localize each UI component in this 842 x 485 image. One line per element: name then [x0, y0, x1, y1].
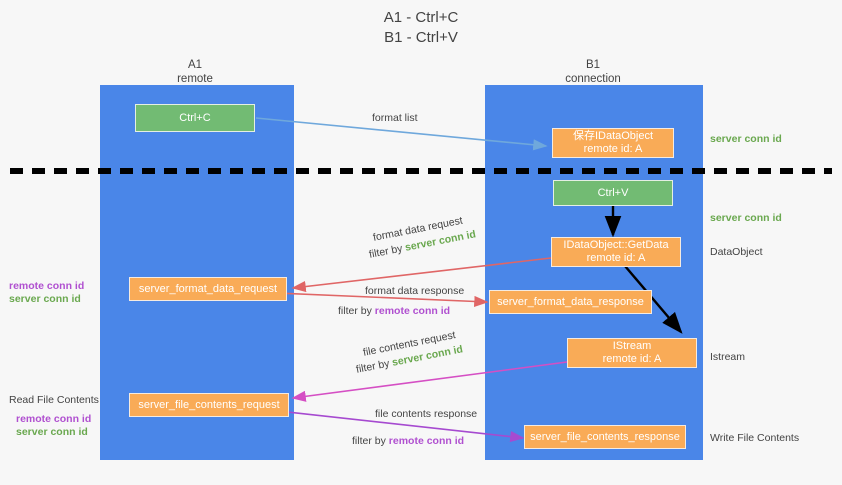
node-server-file-contents-request[interactable]: server_file_contents_request: [129, 393, 289, 417]
edge-label-fcres-filter-prefix: filter by: [352, 435, 389, 447]
annotation-right-write-file-contents: Write File Contents: [710, 431, 799, 445]
node-server-format-data-response[interactable]: server_format_data_response: [489, 290, 652, 314]
annotation-left-read-file-contents-text: Read File Contents: [9, 394, 99, 406]
node-ctrl-v-label: Ctrl+V: [597, 186, 629, 199]
column-header-right: B1 connection: [533, 58, 653, 86]
node-getdata[interactable]: IDataObject::GetData remote id: A: [551, 237, 681, 267]
annotation-right-server-conn-2-text: server conn id: [710, 212, 782, 224]
node-server-format-data-response-label: server_format_data_response: [497, 295, 644, 308]
column-header-right-name: B1: [585, 59, 601, 71]
column-header-left: A1 remote: [135, 58, 255, 86]
node-ctrl-c[interactable]: Ctrl+C: [135, 104, 255, 132]
column-header-left-sub: remote: [177, 73, 213, 85]
edge-label-format-data-response-filter: filter by remote conn id: [338, 305, 450, 318]
annotation-right-istream: Istream: [710, 350, 745, 364]
column-header-right-sub: connection: [565, 73, 621, 85]
edge-label-fcreq-filter-prefix: filter by: [355, 356, 394, 376]
node-server-file-contents-response-label: server_file_contents_response: [530, 430, 680, 443]
node-istream-label: IStream remote id: A: [602, 340, 662, 365]
edge-label-fdres-filter-value: remote conn id: [374, 305, 451, 317]
annotation-left-read-file-contents: Read File Contents: [9, 393, 99, 407]
diagram-title: A1 - Ctrl+C B1 - Ctrl+V: [383, 9, 459, 46]
annotation-left-remote-conn-2-text: remote conn id: [16, 413, 92, 425]
annotation-right-write-file-contents-text: Write File Contents: [710, 432, 800, 444]
annotation-left-server-conn-2-text: server conn id: [16, 426, 88, 438]
edge-label-format-data-response: format data response: [365, 285, 464, 298]
node-save-idataobject-label: 保存IDataObject remote id: A: [572, 130, 654, 155]
node-server-file-contents-request-label: server_file_contents_request: [138, 398, 280, 411]
annotation-right-dataobject-text: DataObject: [710, 246, 763, 258]
annotation-left-server-conn-1: server conn id: [9, 292, 81, 306]
edge-label-format-data-response-text: format data response: [365, 285, 465, 297]
edge-label-file-contents-response-text: file contents response: [375, 408, 478, 420]
node-getdata-label: IDataObject::GetData remote id: A: [563, 239, 669, 264]
edge-label-format-list-text: format list: [372, 112, 418, 124]
node-istream[interactable]: IStream remote id: A: [567, 338, 697, 368]
node-ctrl-c-label: Ctrl+C: [179, 111, 211, 124]
node-server-file-contents-response[interactable]: server_file_contents_response: [524, 425, 686, 449]
annotation-right-istream-text: Istream: [710, 351, 746, 363]
node-save-idataobject[interactable]: 保存IDataObject remote id: A: [552, 128, 674, 158]
node-server-format-data-request[interactable]: server_format_data_request: [129, 277, 287, 301]
annotation-left-remote-conn-2: remote conn id: [16, 412, 91, 426]
annotation-left-server-conn-1-text: server conn id: [9, 293, 81, 305]
edge-label-file-contents-response-filter: filter by remote conn id: [352, 435, 464, 448]
edge-label-file-contents-response: file contents response: [375, 408, 477, 421]
edge-label-fcres-filter-value: remote conn id: [388, 435, 465, 447]
annotation-left-remote-conn-1: remote conn id: [9, 279, 84, 293]
annotation-left-server-conn-2: server conn id: [16, 425, 88, 439]
annotation-right-dataobject: DataObject: [710, 245, 763, 259]
column-header-left-name: A1: [187, 59, 203, 71]
node-ctrl-v[interactable]: Ctrl+V: [553, 180, 673, 206]
annotation-right-server-conn-2: server conn id: [710, 211, 782, 225]
edge-label-format-list: format list: [372, 112, 418, 125]
node-server-format-data-request-label: server_format_data_request: [138, 282, 278, 295]
annotation-right-server-conn-1: server conn id: [710, 132, 782, 146]
annotation-right-server-conn-1-text: server conn id: [710, 133, 782, 145]
edge-label-fdres-filter-prefix: filter by: [338, 305, 375, 317]
annotation-left-remote-conn-1-text: remote conn id: [9, 280, 85, 292]
